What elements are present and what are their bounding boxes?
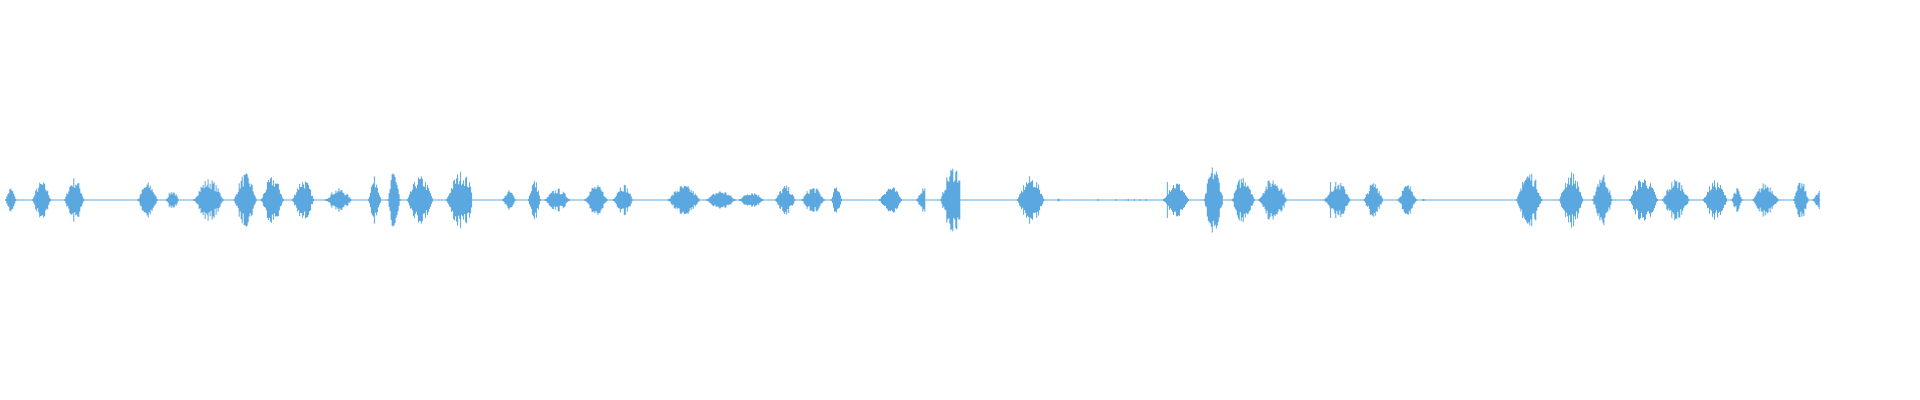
waveform-segment-12 xyxy=(1163,167,1287,233)
waveform-segment-0 xyxy=(5,178,85,222)
waveform-segment-7 xyxy=(940,168,961,232)
waveform-segment-3 xyxy=(233,171,473,229)
waveform-segment-13 xyxy=(1324,181,1425,219)
waveform-marks xyxy=(5,167,1820,233)
waveform-segment-9 xyxy=(1017,176,1060,224)
waveform-segment-6 xyxy=(878,187,926,213)
waveform-segment-2 xyxy=(137,179,224,221)
waveform-segment-11 xyxy=(1097,199,1147,201)
waveform-segment-15 xyxy=(1516,172,1820,228)
waveform-segment-5 xyxy=(667,185,842,215)
waveform-segment-4 xyxy=(502,181,633,219)
